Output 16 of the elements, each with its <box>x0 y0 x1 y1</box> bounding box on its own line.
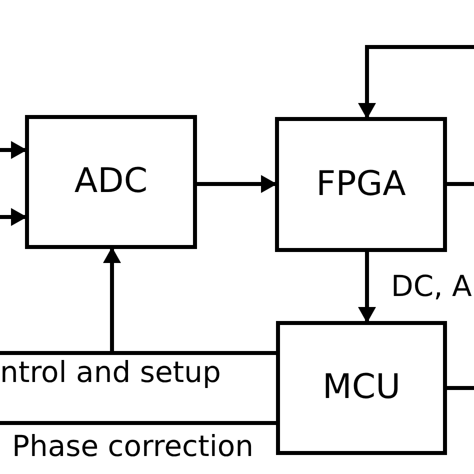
connector-line <box>445 386 474 390</box>
arrow <box>358 45 474 119</box>
connector-line <box>0 421 278 425</box>
box-label: ADC <box>74 163 148 201</box>
arrow <box>0 141 27 159</box>
box-label: MCU <box>322 369 400 407</box>
arrow <box>195 175 277 193</box>
edge-label: ntrol and setup <box>0 358 221 387</box>
arrow <box>0 208 27 226</box>
process-box <box>275 117 447 252</box>
edge-label: DC, A <box>391 272 472 301</box>
arrow <box>358 250 376 323</box>
process-box <box>276 321 447 455</box>
box-label: FPGA <box>316 166 406 204</box>
connector-line <box>445 182 474 186</box>
process-box <box>25 115 197 249</box>
